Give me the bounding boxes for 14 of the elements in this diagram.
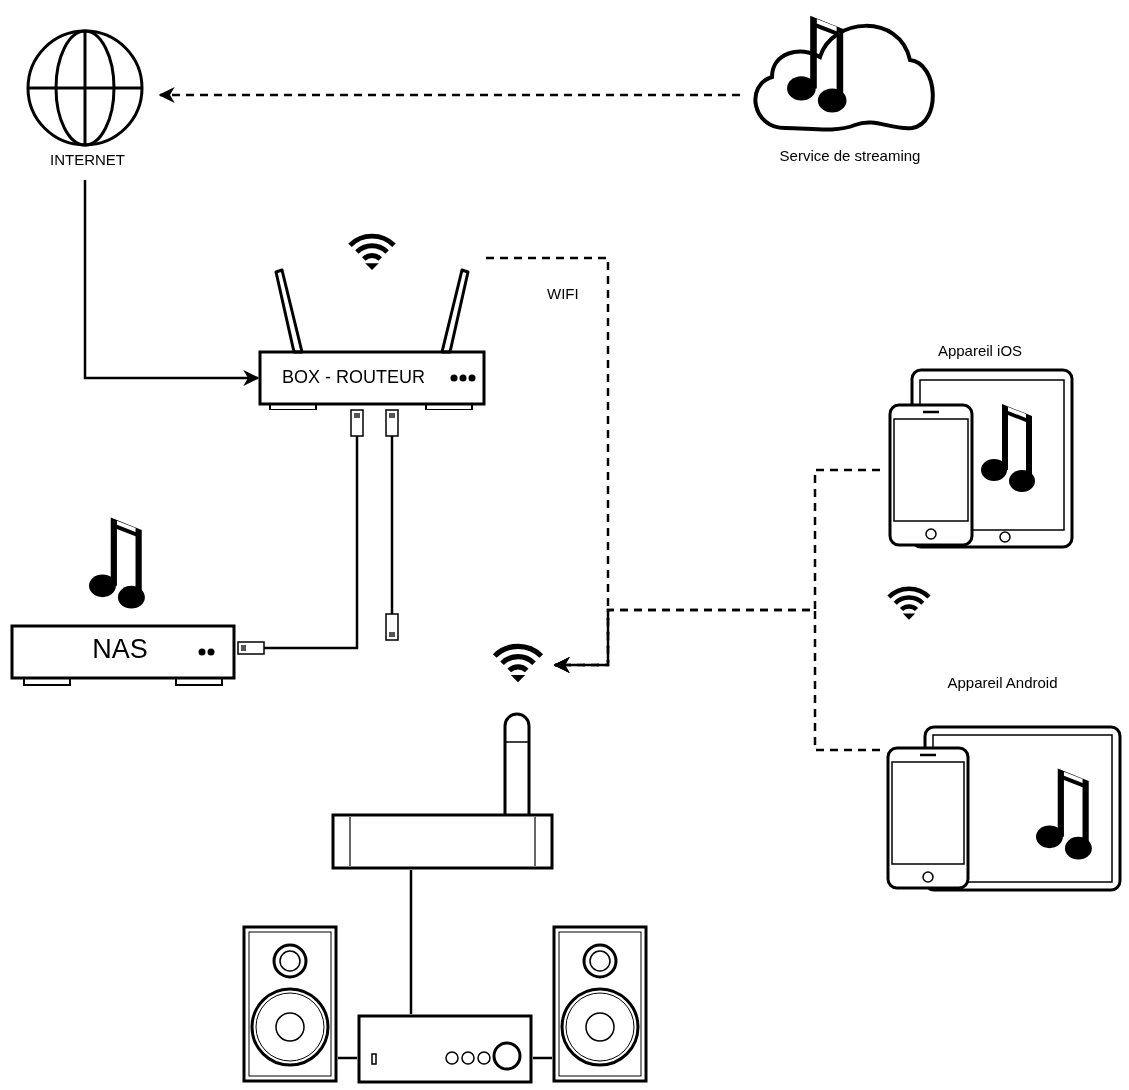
network-cable [237, 409, 364, 655]
connector-line [533, 1056, 552, 1060]
device-label: Appareil iOS [936, 342, 1024, 361]
network-cable [385, 409, 399, 641]
arrow [83, 180, 260, 386]
globe-label: INTERNET [49, 151, 126, 170]
arrow [553, 608, 880, 752]
service-label: Service de streaming [778, 147, 922, 166]
connector-line [409, 870, 413, 1014]
router-label: BOX - ROUTEUR [282, 366, 426, 389]
device-label: Appareil Android [946, 674, 1059, 693]
nas-label: NAS [91, 633, 149, 666]
arrow [158, 87, 740, 103]
connector-line [338, 1056, 357, 1060]
